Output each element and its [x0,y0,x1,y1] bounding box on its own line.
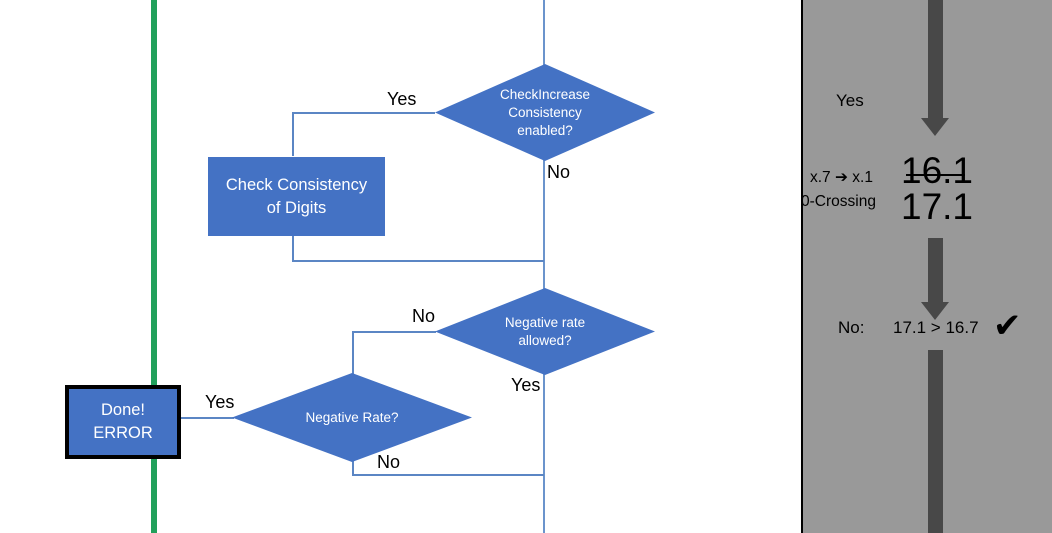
main-flow-rail [543,0,545,533]
panel-result-comparison: 17.1 > 16.7 [893,318,979,337]
connector-no-allowed-vertical [352,331,354,374]
edge-label-yes-negative-rate-allowed: Yes [511,375,541,395]
panel-result-check-icon: ✔ [993,306,1022,346]
terminator-done-error[interactable]: Done! ERROR [65,385,181,459]
process-check-consistency-of-digits[interactable]: Check Consistency of Digits [208,157,385,236]
edge-label-no-negative-rate-allowed: No [412,306,436,326]
connector-no-allowed-horizontal [352,331,436,333]
connector-yes-horizontal [292,112,435,114]
terminator-done-line-2: ERROR [93,424,153,442]
terminator-done-line-1: Done! [100,401,146,419]
panel-value-strikethrough [906,174,965,177]
panel-result-prefix: No: [838,318,865,337]
connector-yes-done-horizontal [174,417,234,419]
decision-negative-rate[interactable] [232,373,472,462]
decision-check-increase-consistency[interactable] [435,64,655,161]
connector-consistency-out-vertical [292,236,294,261]
green-vertical-rail [151,0,157,533]
connector-yes-vertical [292,112,294,156]
panel-label-rounding-rule: x.7 ➔ x.1 [810,169,873,186]
connector-no-rate-horizontal [352,474,544,476]
edge-label-no-negative-rate: No [377,452,401,472]
edge-label-yes-to-done-error: Yes [205,392,235,412]
edge-label-no-check-increase: No [547,162,571,182]
panel-value-struck: 16.1 [901,150,974,191]
panel-value-current: 17.1 [901,186,974,227]
connector-consistency-out-horizontal [292,260,544,262]
process-consistency-line-1: Check Consistency [225,175,368,194]
connector-no-rate-vertical [352,461,354,476]
decision-negative-rate-allowed[interactable] [435,288,655,375]
process-consistency-line-2: of Digits [266,198,327,217]
panel-label-zero-crossing: 0-Crossing [801,193,876,210]
right-gray-panel [801,0,1052,533]
edge-label-yes-check-increase: Yes [387,89,417,109]
panel-label-yes: Yes [836,91,864,110]
